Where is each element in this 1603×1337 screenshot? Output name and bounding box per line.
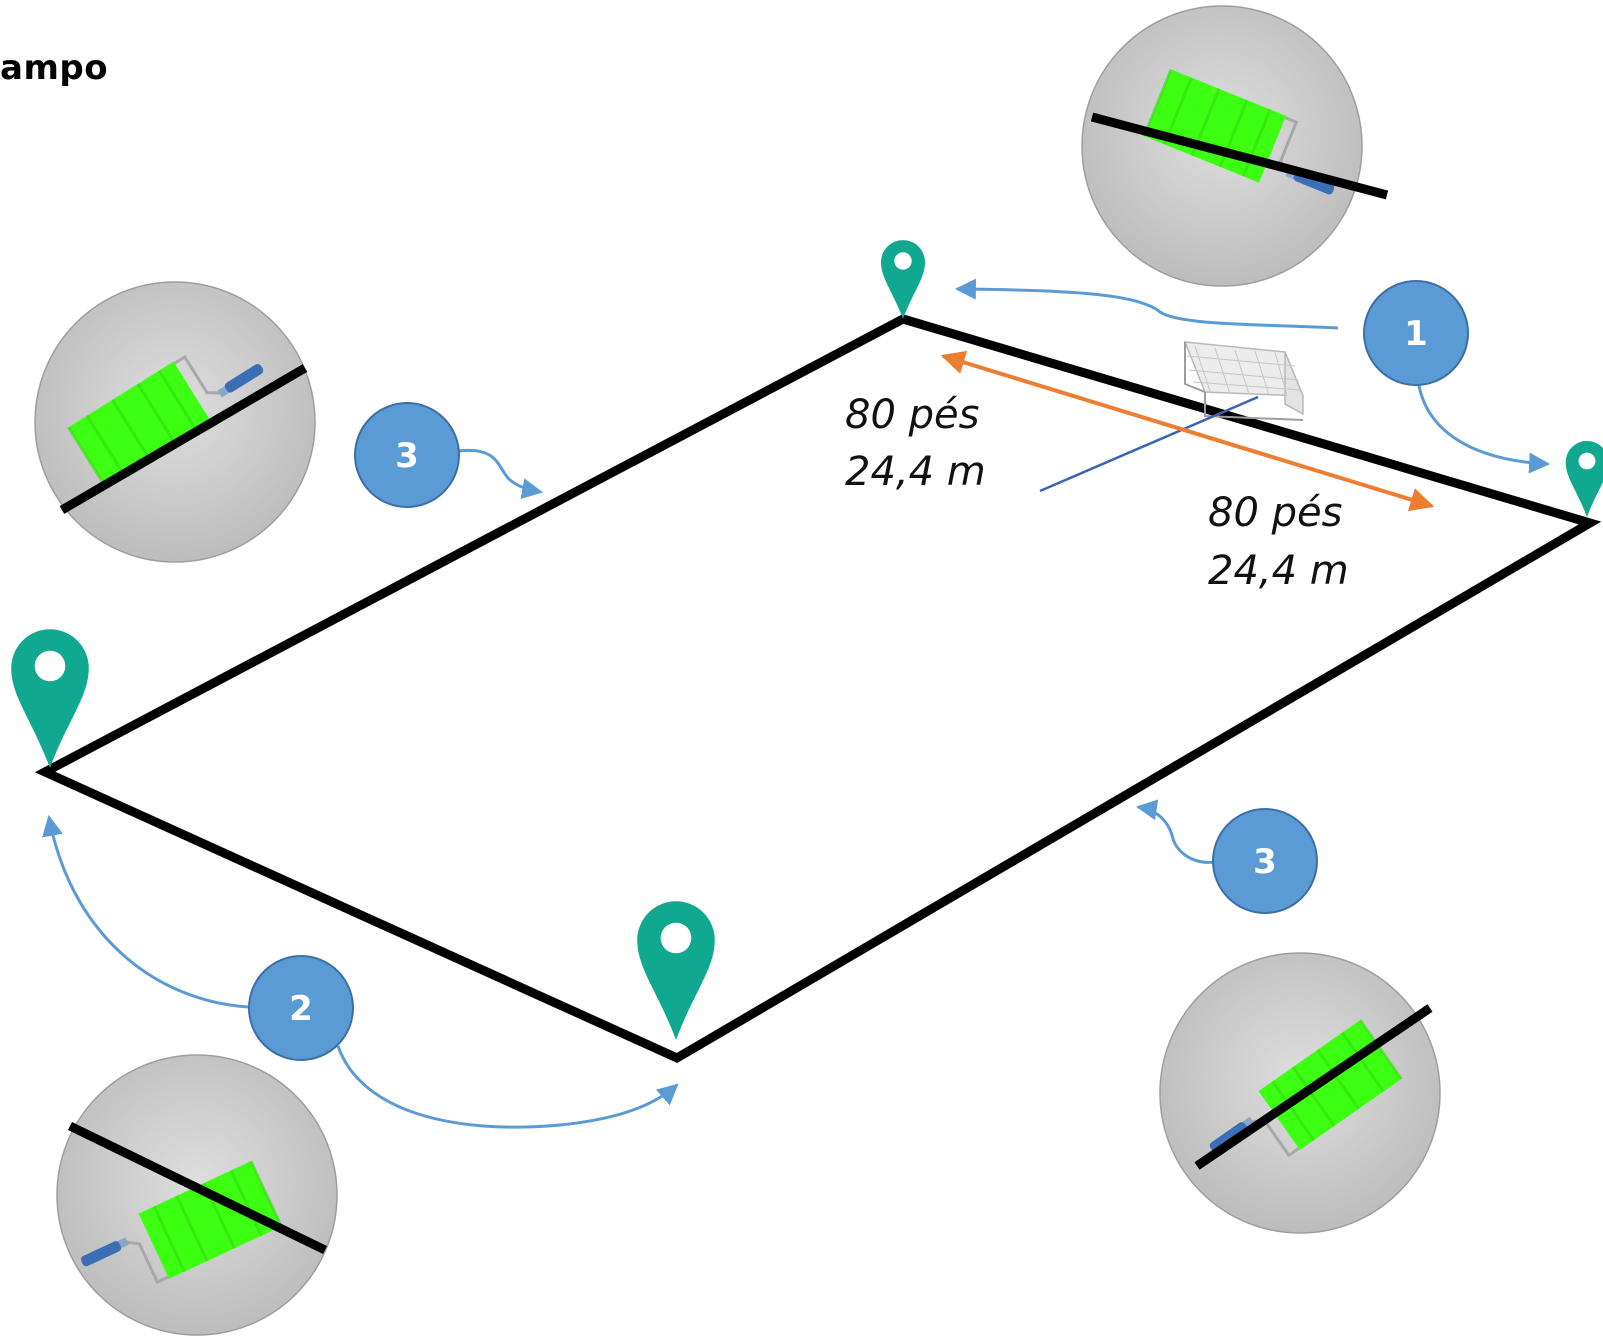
paint-roller-circle-bottom-left: [56, 1054, 338, 1336]
step-badge-1-number: 1: [1404, 314, 1428, 354]
step-badge-3-right-number: 3: [1253, 842, 1277, 882]
paint-roller-circle-top: [1081, 5, 1389, 287]
sideline-meters: 24,4 m: [1208, 548, 1349, 594]
field-line-sample: [1090, 112, 1389, 200]
step-badge-2: 2: [248, 955, 354, 1061]
step-badge-2-number: 2: [289, 989, 313, 1029]
goal-width-meters: 24,4 m: [845, 449, 986, 495]
step-2-arrow-bottom: [336, 1045, 679, 1129]
step-badge-3-left-number: 3: [395, 436, 419, 476]
page-title: ampo: [0, 48, 109, 88]
goal-width-feet: 80 pés: [845, 392, 979, 438]
field-line-sample: [1194, 1004, 1433, 1170]
field-line-sample: [59, 364, 308, 514]
field-line-sample: [68, 1121, 327, 1255]
map-pin-icon: [637, 901, 715, 1040]
map-pin-icon: [11, 629, 89, 768]
step-2-arrow-left: [42, 814, 249, 1009]
paint-roller-circle-left: [34, 281, 316, 563]
step-1-arrow-top: [954, 278, 1339, 330]
map-pin-icon: [880, 240, 926, 319]
step-3-arrow-right: [1135, 799, 1217, 864]
step-badge-3-right: 3: [1212, 808, 1318, 914]
map-pin-icon: [1565, 440, 1603, 517]
sideline-feet: 80 pés: [1208, 490, 1342, 536]
step-1-arrow-right: [1416, 379, 1551, 474]
step-badge-3-left: 3: [354, 402, 460, 508]
paint-roller-circle-bottom-right: [1159, 952, 1441, 1234]
dimension-arrow: [940, 350, 1435, 512]
step-badge-1: 1: [1363, 280, 1469, 386]
step-3-arrow-left: [458, 448, 544, 499]
